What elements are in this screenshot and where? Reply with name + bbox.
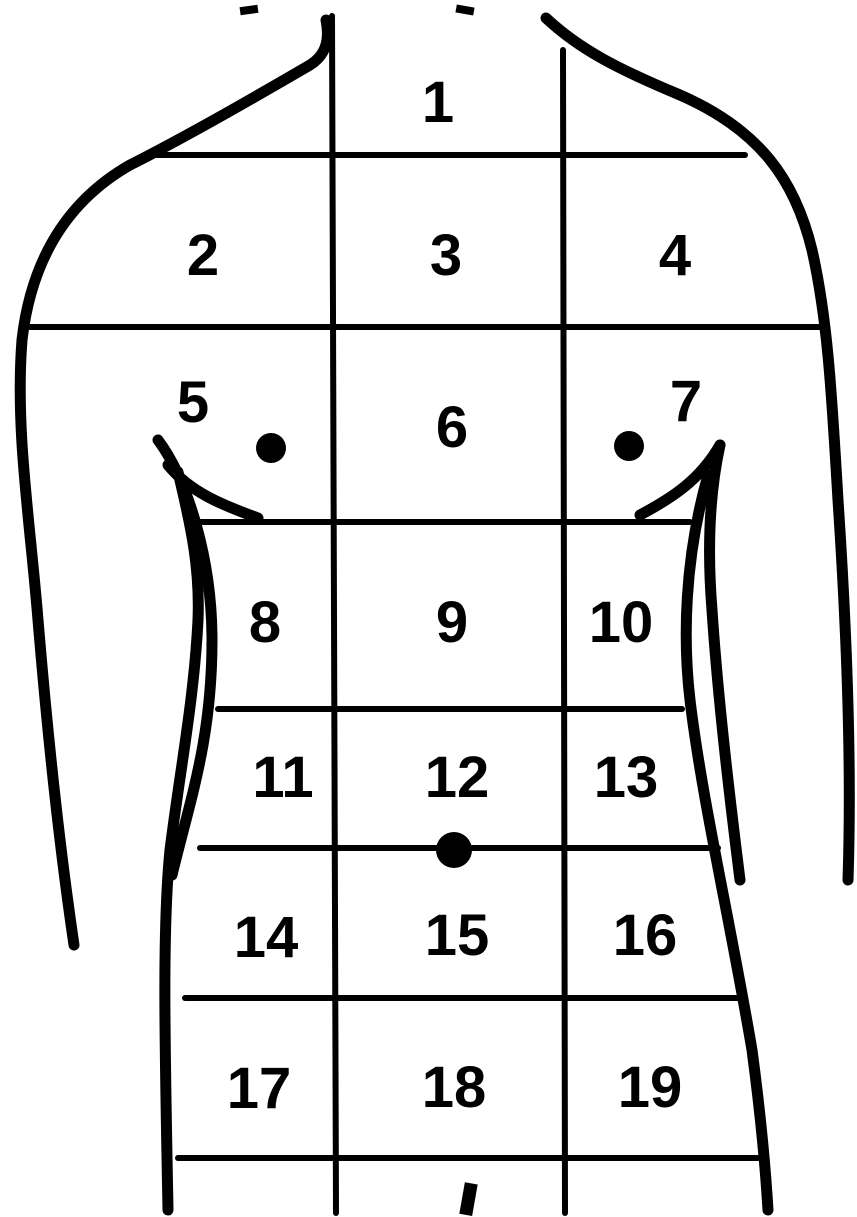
region-label-6: 6 [436, 395, 468, 460]
left-nipple-dot [256, 433, 286, 463]
region-label-4: 4 [659, 223, 691, 288]
region-label-14: 14 [234, 905, 299, 970]
region-label-3: 3 [430, 223, 462, 288]
region-label-11: 11 [252, 745, 313, 810]
right-torso-side-outline [686, 475, 768, 1210]
region-label-1: 1 [422, 70, 454, 135]
region-label-8: 8 [249, 590, 281, 655]
region-label-19: 19 [618, 1055, 683, 1120]
midline-mark [459, 1182, 477, 1216]
region-labels: 1 2 3 4 5 6 7 8 9 10 11 12 13 14 15 16 1… [177, 70, 702, 1121]
region-label-9: 9 [436, 590, 468, 655]
neck-mark-right [455, 4, 474, 15]
region-label-16: 16 [613, 903, 678, 968]
region-label-15: 15 [425, 903, 490, 968]
right-nipple-dot [614, 431, 644, 461]
region-grid [30, 16, 820, 1213]
navel-dot [436, 832, 472, 868]
neck-mark-left [240, 5, 259, 15]
region-label-10: 10 [589, 590, 654, 655]
region-label-17: 17 [227, 1056, 292, 1121]
right-vertical-divider [563, 50, 565, 1213]
region-label-7: 7 [670, 369, 702, 434]
right-inner-arm-outline [710, 445, 740, 880]
region-label-12: 12 [425, 745, 490, 810]
region-label-2: 2 [187, 223, 219, 288]
left-vertical-divider [332, 16, 336, 1213]
body-outline [20, 18, 849, 1210]
left-inner-arm-outline [158, 440, 212, 875]
region-label-13: 13 [594, 745, 659, 810]
region-label-5: 5 [177, 370, 209, 435]
region-label-18: 18 [422, 1055, 487, 1120]
